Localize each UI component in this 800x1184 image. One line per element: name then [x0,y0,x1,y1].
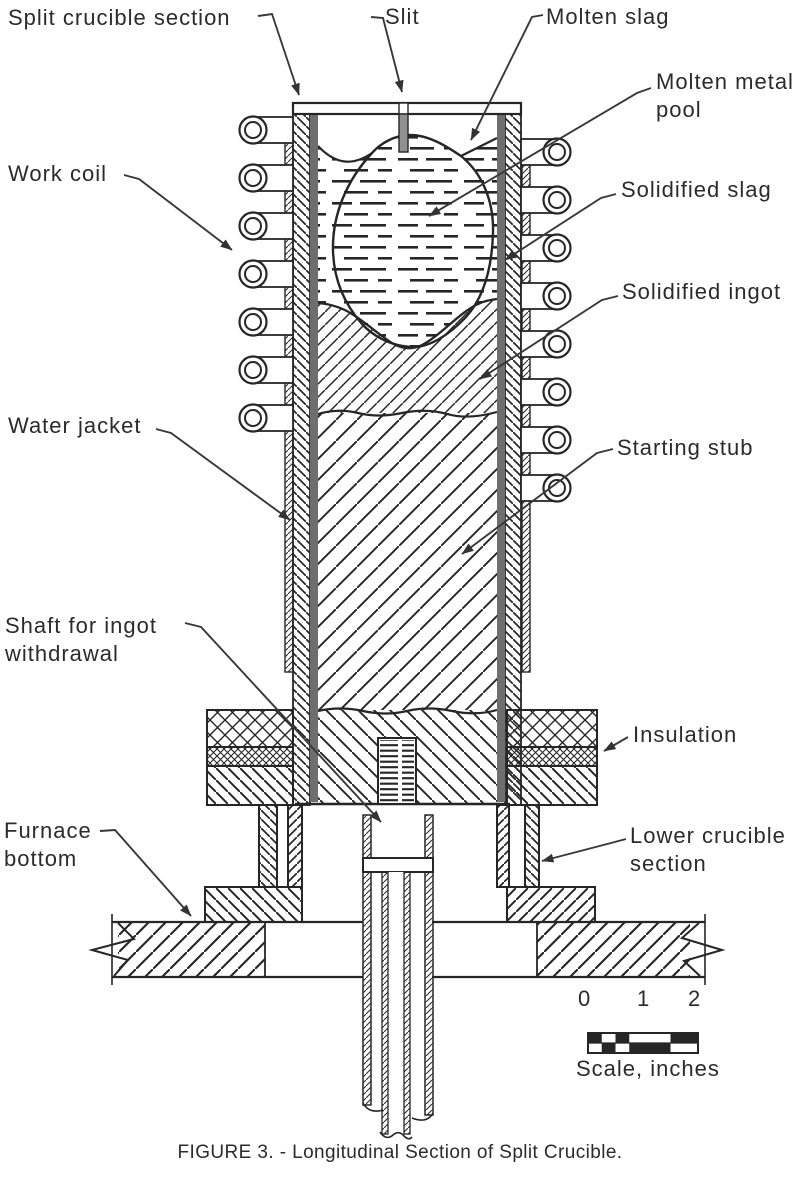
label-insulation: Insulation [633,722,738,747]
leader-insulation [603,736,629,752]
label-starting-stub: Starting stub [617,435,754,460]
slit-fill [398,113,409,153]
label-molten-metal-pool: Molten metal pool [656,69,794,123]
solidified-slag-layer-left [310,114,318,802]
scale-caption: Scale, inches [576,1056,720,1081]
crucible-wall-left [292,113,311,806]
work-coil-left [238,115,294,433]
leader-work-coil [123,174,233,251]
label-solidified-ingot: Solidified ingot [622,279,782,304]
leader-split-crucible [257,12,300,96]
leader-water-jacket [155,428,291,521]
threaded-stud [377,737,417,805]
crucible-wall-right [504,113,522,806]
lower-crucible-section [204,804,596,923]
withdrawal-shaft [362,814,434,1140]
leader-molten-slag [470,14,544,141]
scale-tick-2: 2 [688,986,701,1011]
leader-lower-crucible [541,838,627,863]
label-work-coil: Work coil [8,161,108,186]
label-shaft-for-ingot-withdrawal: Shaft for ingot withdrawal [5,613,157,667]
label-solidified-slag: Solidified slag [621,177,772,202]
molten-pool-outline [331,133,495,349]
label-lower-crucible-section: Lower crucible section [630,823,786,877]
slit-channel [398,102,409,115]
label-split-crucible-section: Split crucible section [8,5,231,30]
water-jacket-right [521,139,531,673]
molten-region [317,133,498,349]
flange-left [206,709,294,806]
furnace-bottom-slab [88,914,726,985]
solidified-slag-layer-right [497,114,505,802]
leader-starting-stub [461,448,614,555]
scale-tick-1: 1 [637,986,650,1011]
scale-tick-0: 0 [578,986,591,1011]
figure-caption: FIGURE 3. - Longitudinal Section of Spli… [177,1142,623,1163]
label-molten-slag: Molten slag [546,4,670,29]
crucible-rim [291,101,523,153]
scale-bar [587,1032,699,1054]
label-water-jacket: Water jacket [8,413,142,438]
leader-furnace-bottom [99,829,192,917]
leader-molten-metal-pool [428,87,652,217]
leader-lines [99,12,652,917]
leader-solidified-ingot [479,295,619,380]
leader-solidified-slag [504,193,617,261]
flange-right [506,709,598,806]
label-furnace-bottom: Furnace bottom [4,818,92,872]
label-slit: Slit [385,4,420,29]
leader-shaft [184,622,382,823]
leader-slit [370,16,404,93]
